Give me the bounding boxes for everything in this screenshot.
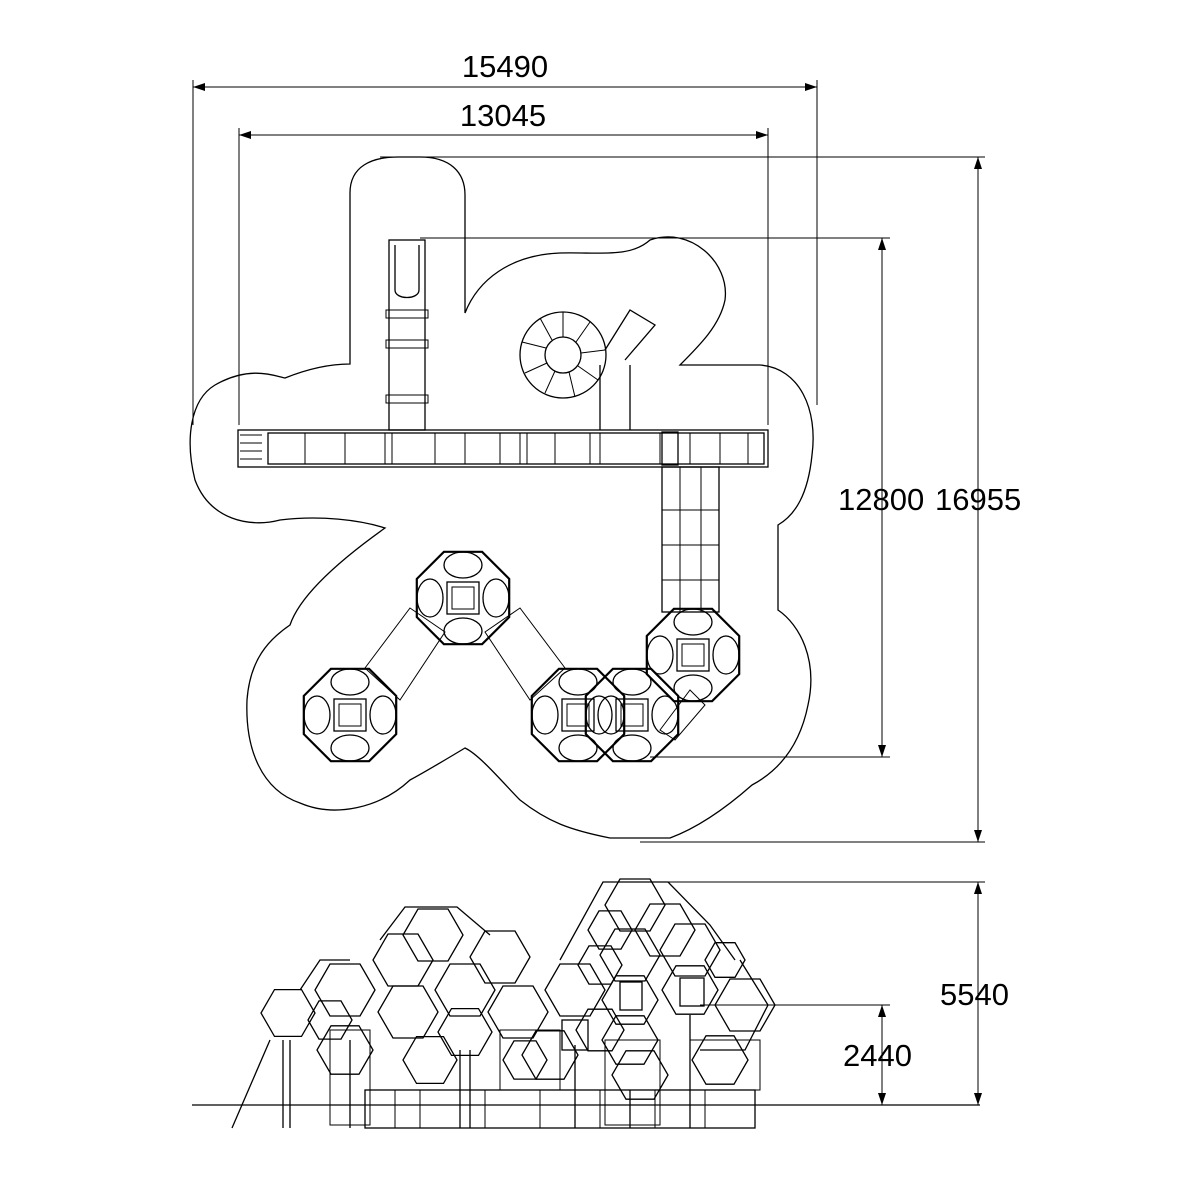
platform-bridge — [237, 429, 769, 468]
support-posts — [231, 1015, 691, 1129]
hexagon-panel — [704, 942, 746, 978]
octagon-pod — [530, 667, 626, 763]
hexagon-panel — [661, 965, 719, 1015]
hexagon-panel — [402, 1035, 458, 1085]
hexagon-panel — [377, 985, 439, 1039]
hexagon-panel — [659, 923, 721, 977]
hexagon-panel — [307, 1000, 353, 1040]
hexagon-panel — [544, 963, 606, 1017]
octagon-pod — [584, 667, 680, 763]
hexagon-panel — [634, 903, 696, 957]
hexagon-panel — [587, 910, 633, 950]
hexagon-panel — [599, 928, 661, 982]
plan-view: 15490 13045 16955 12800 — [189, 49, 1021, 843]
hexagon-panel — [502, 1040, 548, 1080]
side-view: 5540 2440 — [192, 878, 1009, 1129]
dim-platform-height: 2440 — [843, 1038, 912, 1073]
roof-outline — [299, 881, 769, 1051]
side-door-left — [561, 1019, 589, 1051]
hexagon-panel — [691, 1035, 749, 1085]
dim-overall-depth: 16955 — [935, 482, 1021, 517]
hexagon-panel — [469, 930, 531, 984]
hexagon-panel — [402, 908, 464, 962]
hexagon-panel — [487, 985, 549, 1039]
dim-total-height: 5540 — [940, 977, 1009, 1012]
hexagon-panel — [316, 1025, 374, 1075]
octagon-pods — [302, 550, 741, 763]
octagon-pod — [302, 667, 398, 763]
vertical-bridge — [661, 466, 720, 613]
dim-inner-depth: 12800 — [838, 482, 924, 517]
hexagon-panel — [437, 1007, 493, 1057]
side-door-mid — [619, 981, 643, 1011]
dim-overall-width: 15490 — [462, 49, 548, 84]
hexagon-panel — [372, 933, 434, 987]
hexagon-panel — [577, 945, 623, 985]
hexagon-panel — [601, 1015, 659, 1065]
octagon-pod — [415, 550, 511, 646]
hexagon-panel — [434, 963, 496, 1017]
straight-slide — [385, 239, 429, 431]
safety-zone-outline — [189, 156, 814, 839]
hexagon-panel — [611, 1050, 669, 1100]
dim-inner-width: 13045 — [460, 98, 546, 133]
hexagon-panel — [314, 963, 376, 1017]
octagon-pod — [645, 607, 741, 703]
side-door-right — [679, 977, 705, 1007]
spiral-slide — [519, 309, 656, 430]
hexagon-panel — [260, 988, 316, 1038]
hexagon-panels — [260, 878, 776, 1100]
hexagon-panel — [601, 975, 659, 1025]
hexagon-panel — [604, 878, 666, 932]
hexagon-panel — [714, 978, 776, 1032]
hexagon-panel — [521, 1030, 579, 1080]
hexagon-panel — [575, 1008, 625, 1052]
